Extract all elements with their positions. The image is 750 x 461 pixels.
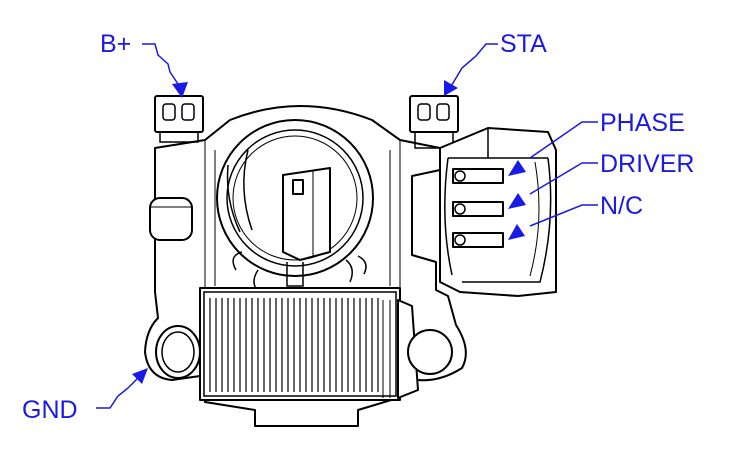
label-nc: N/C — [600, 192, 643, 220]
leader-driver — [529, 162, 598, 195]
callout-gnd: GND — [22, 368, 148, 424]
connector-housing — [439, 127, 557, 297]
callout-nc: N/C — [508, 192, 643, 240]
label-sta: STA — [500, 30, 547, 58]
label-phase: PHASE — [600, 109, 685, 137]
label-driver: DRIVER — [600, 150, 694, 178]
label-gnd: GND — [22, 396, 78, 424]
gnd-mount — [155, 325, 201, 379]
arrow-phase — [508, 160, 526, 176]
leader-sta — [449, 43, 498, 89]
leader-phase — [529, 121, 598, 159]
b-plus-terminal — [154, 95, 204, 143]
heat-sink-fins — [209, 298, 379, 392]
leader-gnd — [96, 377, 139, 409]
right-mount — [407, 329, 453, 375]
leader-nc — [529, 204, 598, 227]
heat-sink — [199, 287, 419, 401]
sta-terminal — [409, 95, 459, 149]
arrow-b-plus — [172, 82, 188, 98]
callout-driver: DRIVER — [508, 150, 694, 209]
arrow-sta — [444, 80, 458, 96]
callout-phase: PHASE — [508, 109, 685, 176]
label-b-plus: B+ — [100, 30, 131, 58]
callout-b-plus: B+ — [100, 30, 188, 98]
leader-b-plus — [142, 43, 183, 91]
callout-sta: STA — [444, 30, 547, 96]
arrow-gnd — [132, 368, 148, 384]
arrow-nc — [508, 224, 525, 240]
arrow-driver — [508, 193, 526, 209]
